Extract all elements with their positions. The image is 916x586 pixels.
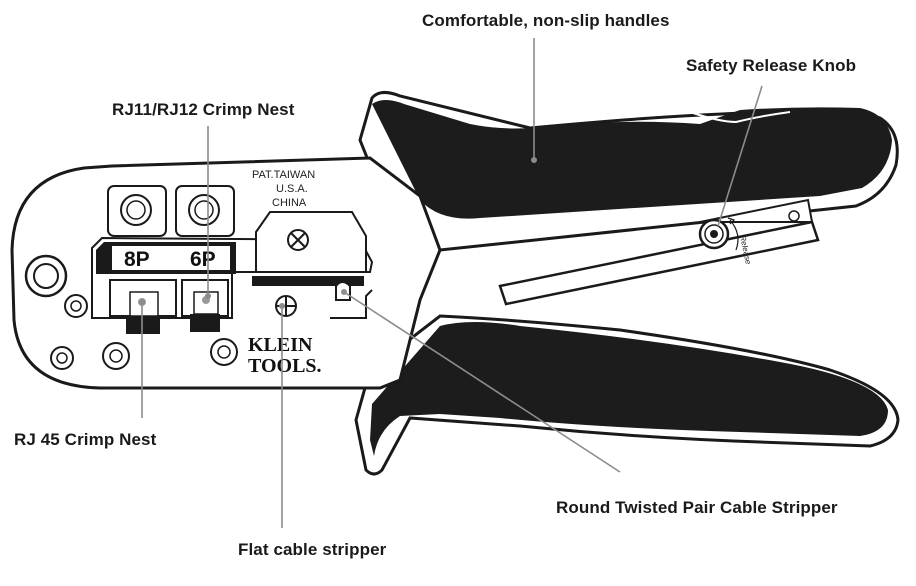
callout-flat-stripper: Flat cable stripper	[238, 540, 387, 559]
nest-8p-label: 8P	[124, 248, 150, 271]
rivet-3	[50, 346, 74, 370]
leader-round-stripper	[343, 291, 621, 473]
lower-handle-grip	[370, 322, 888, 456]
safety-release-knob: Release	[698, 217, 753, 266]
callout-rj45-nest: RJ 45 Crimp Nest	[14, 430, 157, 449]
callout-round-stripper: Round Twisted Pair Cable Stripper	[556, 498, 838, 517]
klein-tools-logo: KLEIN TOOLS.	[248, 334, 322, 377]
leader-lines	[141, 38, 763, 528]
pivot-rivet	[24, 254, 68, 298]
rivet-4	[102, 342, 130, 370]
callout-handles: Comfortable, non-slip handles	[422, 11, 670, 30]
stripper-housing	[255, 211, 367, 273]
rivet-2	[64, 294, 88, 318]
upper-bolt-right	[175, 185, 235, 237]
rivet-5	[210, 338, 238, 366]
upper-bolt-left	[107, 185, 167, 237]
brand-line-1: KLEIN	[248, 334, 313, 356]
brand-line-2: TOOLS.	[248, 355, 322, 377]
lower-handle	[354, 314, 900, 476]
stamp-line-3: CHINA	[272, 197, 307, 209]
stamp-line-2: U.S.A.	[276, 183, 308, 195]
rj11-crimp-nest	[181, 279, 229, 332]
stamp-line-1: PAT.TAIWAN	[252, 169, 315, 181]
leader-safety-release	[717, 85, 763, 227]
nest-6p-label: 6P	[190, 248, 216, 271]
upper-handle-grip	[372, 100, 892, 219]
callout-safety-release: Safety Release Knob	[686, 56, 857, 75]
callout-rj11-nest: RJ11/RJ12 Crimp Nest	[112, 100, 295, 119]
upper-handle	[358, 91, 899, 252]
